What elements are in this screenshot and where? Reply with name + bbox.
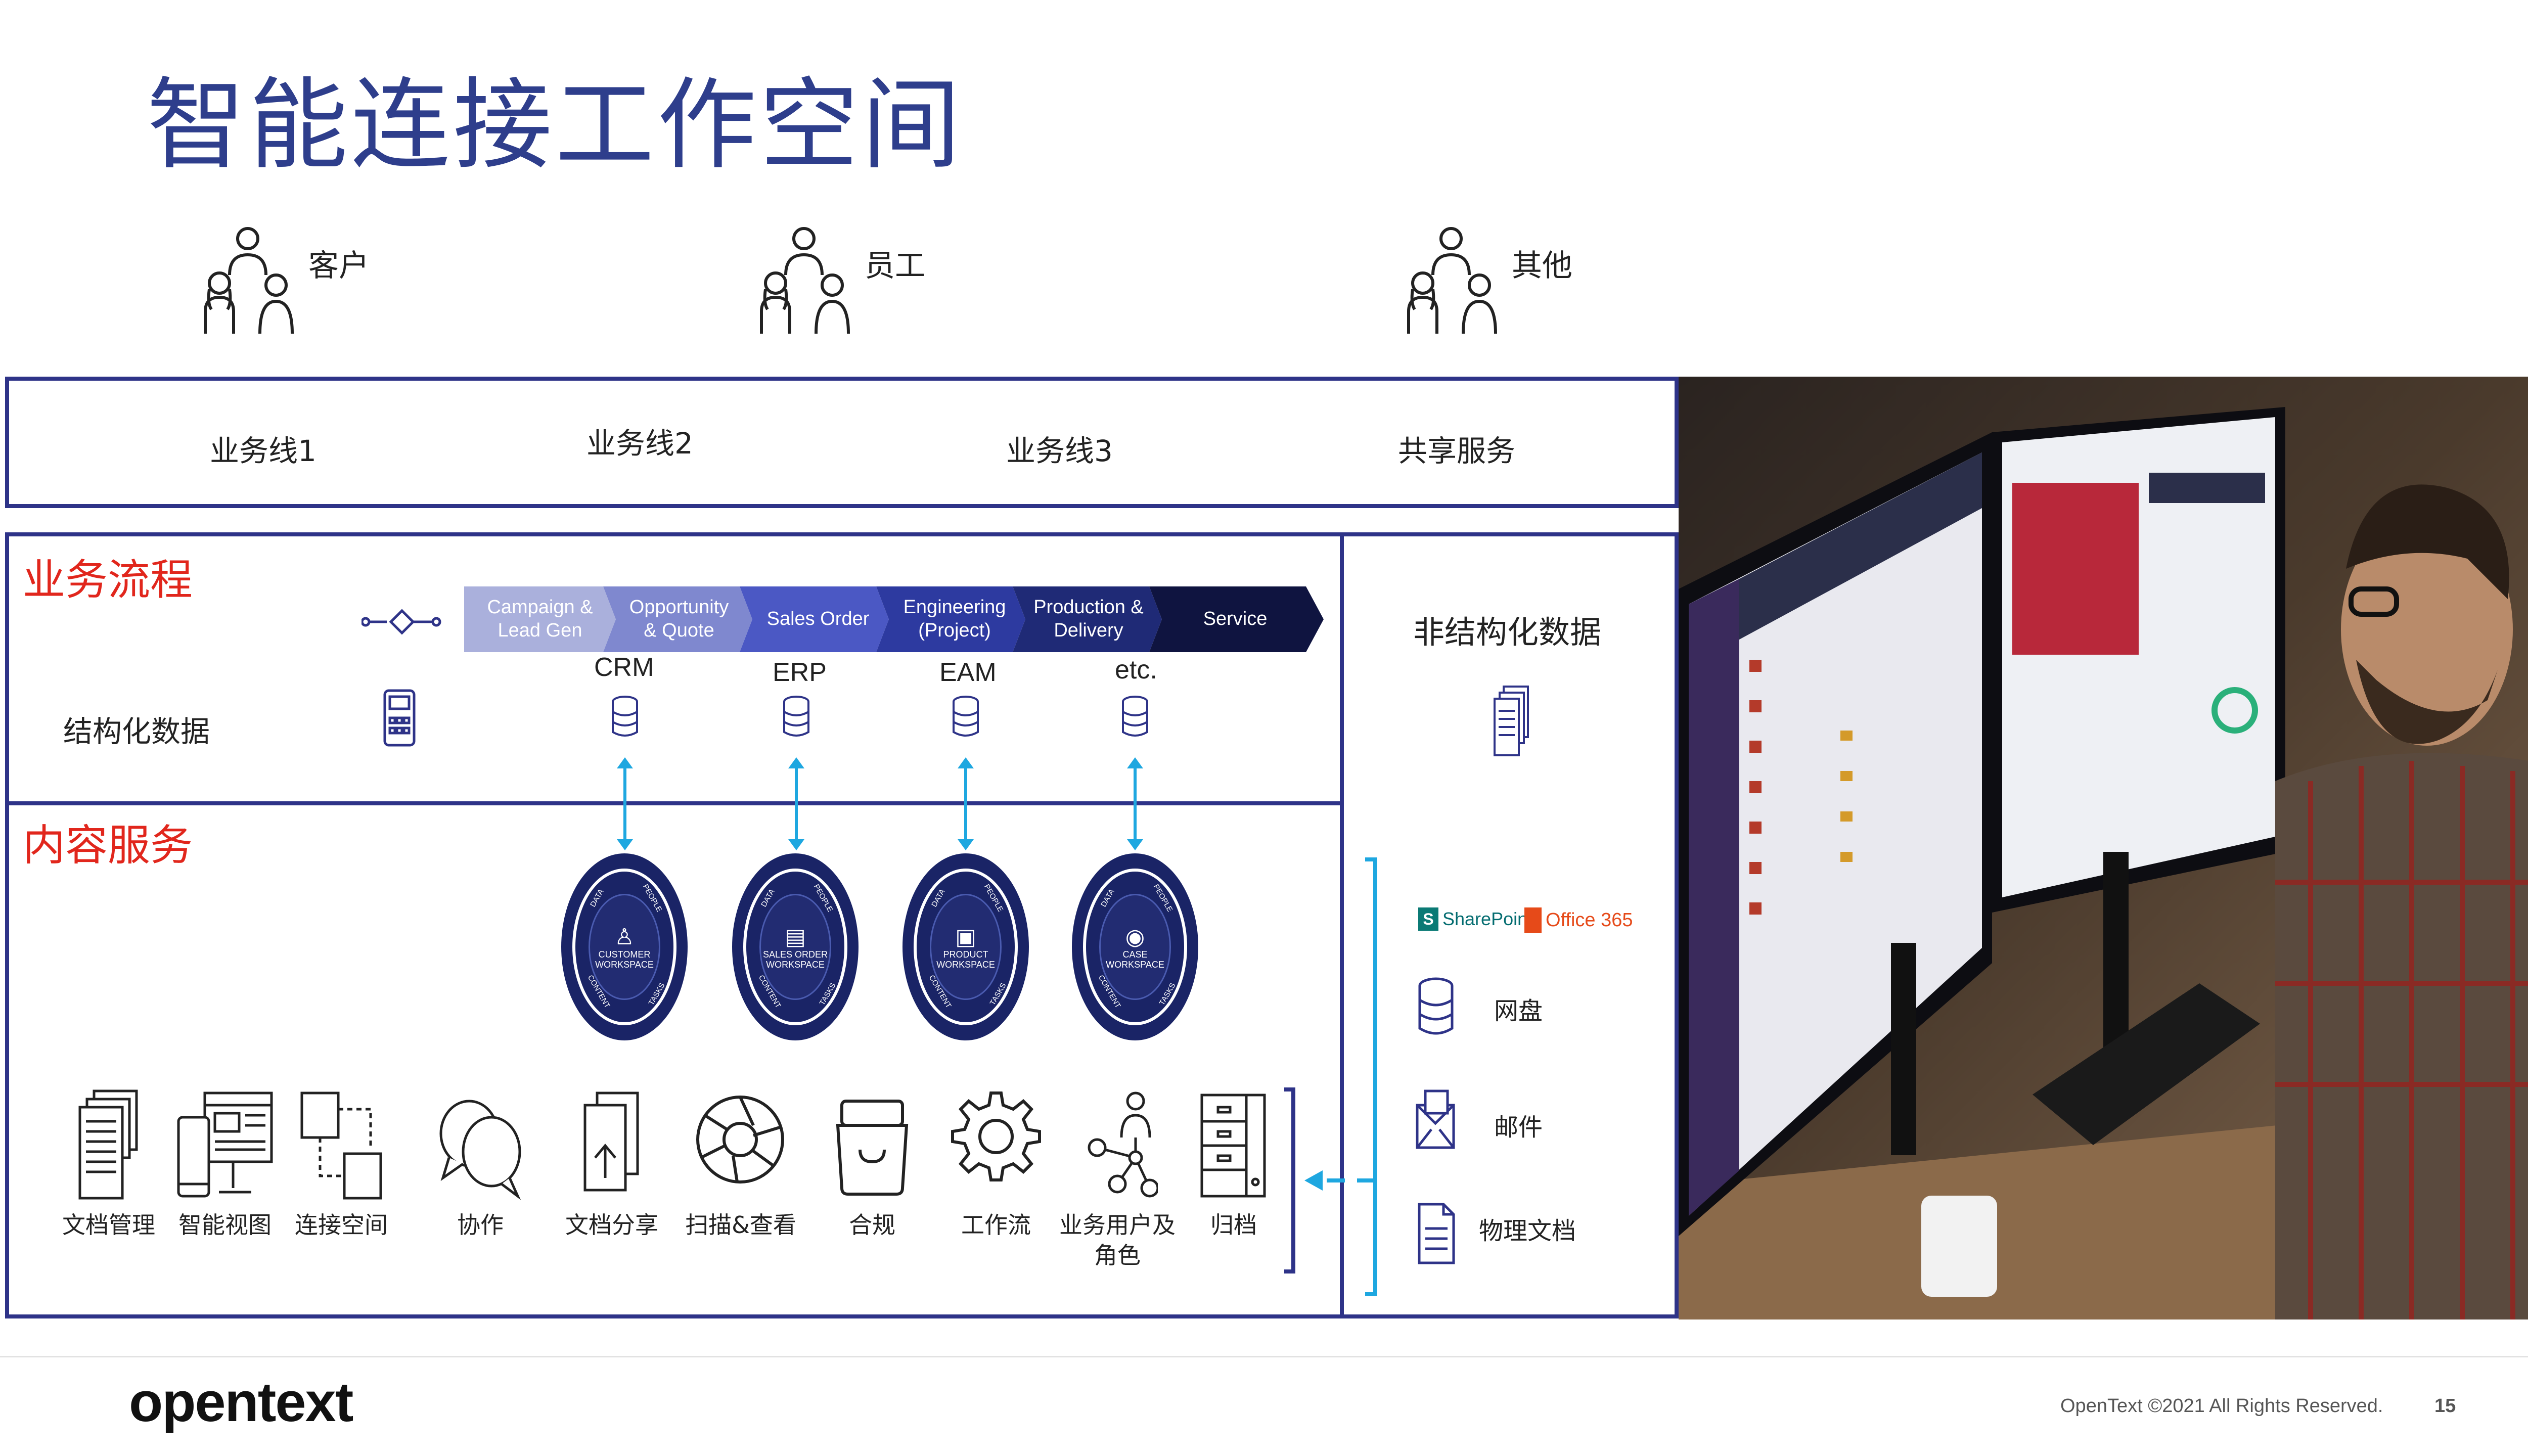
- tool-workflow[interactable]: 工作流: [940, 1087, 1052, 1241]
- sharepoint-logo: S SharePoint: [1418, 907, 1532, 931]
- process-step: Production & Delivery: [1020, 586, 1157, 652]
- tool-label: 工作流: [961, 1210, 1031, 1241]
- process-step: Sales Order: [750, 586, 886, 652]
- tool-archive[interactable]: 归档: [1183, 1087, 1284, 1241]
- tool-label: 归档: [1210, 1210, 1257, 1241]
- people-group-icon: [1401, 222, 1502, 339]
- process-step: Engineering (Project): [886, 586, 1023, 652]
- unstructured-connector: [1274, 854, 1385, 1309]
- document-share-icon: [579, 1087, 645, 1203]
- process-title: 业务流程: [23, 546, 193, 607]
- tool-smart-view[interactable]: 智能视图: [169, 1087, 281, 1241]
- database-icon: [954, 697, 978, 736]
- tool-scan-view[interactable]: 扫描&查看: [680, 1087, 801, 1241]
- persona-employee: 员工: [753, 222, 925, 339]
- bidirectional-arrow: [958, 757, 974, 850]
- tool-connected-space[interactable]: 连接空间: [286, 1087, 397, 1241]
- tool-business-users-roles[interactable]: 业务用户及 角色: [1057, 1087, 1178, 1271]
- workspace-name: PRODUCT WORKSPACE: [936, 950, 995, 970]
- opentext-logo: opentext: [129, 1370, 352, 1434]
- aperture-icon: [693, 1087, 789, 1203]
- workspace-customer[interactable]: DATA PEOPLE CONTENT TASKS ♙CUSTOMER WORK…: [561, 853, 688, 1040]
- people-group-icon: [197, 222, 298, 339]
- document-icon: [1413, 1198, 1459, 1269]
- unstructured-item-label: 邮件: [1494, 1107, 1543, 1143]
- system-erp: ERP: [773, 657, 827, 688]
- lob-1: 业务线1: [210, 427, 317, 470]
- workspace-name: CUSTOMER WORKSPACE: [595, 950, 654, 970]
- documents-stack-icon: [1492, 682, 1532, 758]
- calculator-icon: [382, 688, 417, 748]
- system-eam: EAM: [939, 657, 997, 688]
- tool-compliance[interactable]: 合规: [817, 1087, 928, 1241]
- process-step: Service: [1162, 586, 1308, 652]
- lob-2: 业务线2: [586, 420, 693, 462]
- system-etc: etc.: [1115, 655, 1157, 685]
- database-icon: [784, 697, 808, 736]
- system-crm: CRM: [594, 652, 654, 682]
- content-title: 内容服务: [23, 811, 193, 873]
- tool-label: 合规: [849, 1210, 895, 1241]
- lob-3: 业务线3: [1006, 427, 1113, 470]
- bidirectional-arrow: [788, 757, 804, 850]
- smart-view-icon: [174, 1087, 276, 1203]
- workspace-name: SALES ORDER WORKSPACE: [763, 950, 828, 970]
- tool-document-share[interactable]: 文档分享: [556, 1087, 667, 1241]
- unstructured-item-label: 网盘: [1494, 991, 1543, 1026]
- cabinet-icon: [1196, 1087, 1272, 1203]
- persona-label: 客户: [308, 241, 369, 285]
- workspace-name: CASE WORKSPACE: [1106, 950, 1164, 970]
- tool-label: 扫描&查看: [685, 1210, 796, 1241]
- database-icon: [1416, 976, 1456, 1041]
- workspace-case[interactable]: DATA PEOPLE CONTENT TASKS ◉CASE WORKSPAC…: [1072, 853, 1198, 1040]
- structured-data-label: 结构化数据: [63, 708, 210, 750]
- tool-label: 文档分享: [565, 1210, 658, 1241]
- tool-label: 连接空间: [295, 1210, 388, 1241]
- tool-label: 智能视图: [178, 1210, 272, 1241]
- tool-collaboration[interactable]: 协作: [425, 1087, 536, 1241]
- hero-photo: [1679, 377, 2528, 1320]
- tool-label: 业务用户及 角色: [1059, 1210, 1176, 1271]
- copyright-text: OpenText ©2021 All Rights Reserved.: [2060, 1395, 2383, 1417]
- office-icon: [1524, 907, 1542, 933]
- process-step: Opportunity & Quote: [611, 586, 747, 652]
- database-icon: [1123, 697, 1147, 736]
- page-title: 智能连接工作空间: [147, 76, 964, 175]
- tool-label: 协作: [457, 1210, 504, 1241]
- persona-other: 其他: [1401, 222, 1572, 339]
- persona-customer: 客户: [197, 222, 369, 339]
- archive-box-icon: [832, 1087, 913, 1203]
- database-icon: [613, 697, 637, 736]
- unstructured-data-title: 非结构化数据: [1413, 607, 1601, 652]
- footer-divider: [0, 1356, 2528, 1357]
- office365-logo: Office 365: [1524, 907, 1633, 933]
- tool-label: 文档管理: [62, 1210, 155, 1241]
- persona-label: 员工: [865, 241, 925, 285]
- bidirectional-arrow: [1127, 757, 1143, 850]
- people-group-icon: [753, 222, 854, 339]
- gear-icon: [951, 1087, 1042, 1203]
- mail-icon: [1413, 1087, 1459, 1153]
- process-flow-icon: [362, 607, 442, 637]
- connected-space-icon: [296, 1087, 387, 1203]
- process-chevrons: Campaign & Lead Gen Opportunity & Quote …: [464, 586, 1324, 652]
- chat-bubbles-icon: [435, 1087, 526, 1203]
- lob-shared: 共享服务: [1398, 427, 1515, 470]
- process-step: Campaign & Lead Gen: [474, 586, 606, 652]
- workspace-product[interactable]: DATA PEOPLE CONTENT TASKS ▣PRODUCT WORKS…: [902, 853, 1029, 1040]
- workspace-sales-order[interactable]: DATA PEOPLE CONTENT TASKS ▤SALES ORDER W…: [732, 853, 859, 1040]
- documents-icon: [76, 1087, 142, 1203]
- unstructured-item-label: 物理文档: [1479, 1211, 1576, 1246]
- persona-label: 其他: [1512, 241, 1572, 285]
- user-network-icon: [1077, 1087, 1158, 1203]
- tool-document-management[interactable]: 文档管理: [53, 1087, 164, 1241]
- bidirectional-arrow: [617, 757, 633, 850]
- page-number: 15: [2434, 1395, 2456, 1417]
